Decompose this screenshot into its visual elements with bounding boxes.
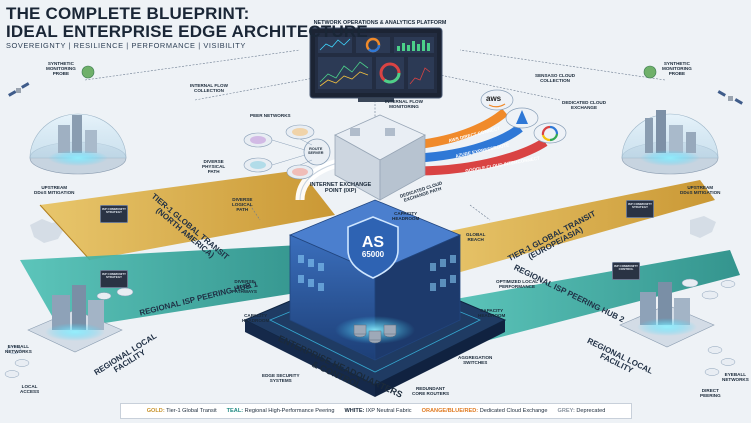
- color-legend: GOLD: Tier-1 Global Transit TEAL: Region…: [120, 403, 632, 419]
- route-server-node: [303, 138, 331, 166]
- ixp-building: [334, 114, 426, 201]
- global-reach-label: GLOBAL REACH: [466, 232, 486, 242]
- as-number: 65000: [361, 249, 385, 259]
- teal-peering-right: [450, 250, 740, 345]
- capacity-headroom-right-label: CAPACITY HEADROOM: [478, 308, 506, 318]
- platform-label: NETWORK OPERATIONS & ANALYTICS PLATFORM: [313, 20, 447, 26]
- azure-icon: [516, 110, 528, 124]
- sensaso-cloud-label: SENSASO CLOUD COLLECTION: [535, 73, 576, 83]
- direct-peering-label: DIRECT PEERING: [700, 388, 721, 398]
- right-regional-facility: [619, 282, 715, 348]
- peer-networks-label: PEER NETWORKS: [250, 113, 291, 118]
- legend-teal: TEAL: Regional High-Performance Peering: [226, 408, 335, 414]
- internal-flow-monitoring-label: INTERNAL FLOW MONITORING: [385, 99, 423, 109]
- legend-grey: GREY: Deprecated: [557, 408, 606, 414]
- peer-cloud-accents: [250, 128, 308, 176]
- diverse-logical-path-label: DIVERSE LOGICAL PATH: [232, 197, 253, 212]
- capacity-headroom-top-label: CAPACITY HEADROOM: [392, 211, 420, 221]
- upstream-ddos-left-label: UPSTREAM DDoS MITIGATION: [34, 185, 75, 195]
- diverse-physical-path-label: DIVERSE PHYSICAL PATH: [202, 159, 226, 174]
- hq-building: [288, 199, 462, 361]
- isp-card-1: ISP COMMUNITY STRATEGY: [100, 205, 128, 223]
- left-dome: [29, 113, 127, 175]
- monitor-lines: [84, 49, 666, 221]
- aws-label: aws: [486, 94, 502, 103]
- gold-transit-left: [40, 170, 335, 260]
- isp-card-3: ISP COMMUNITY STRATEGY: [626, 200, 654, 218]
- edge-security-label: EDGE SECURITY SYSTEMS: [262, 373, 300, 383]
- upstream-ddos-right-label: UPSTREAM DDoS MITIGATION: [680, 185, 721, 195]
- isp-card-4: ISP COMMUNITY CONTROL: [612, 262, 640, 280]
- dedicated-cloud-exchange-label: DEDICATED CLOUD EXCHANGE: [562, 100, 607, 110]
- local-access-label: LOCAL ACCESS: [20, 384, 40, 394]
- title-line-1: THE COMPLETE BLUEPRINT:: [6, 4, 250, 23]
- google-cloud-icon: [541, 125, 559, 142]
- blue-cloud-pipe: [417, 124, 523, 163]
- left-regional-facility: [27, 285, 123, 353]
- right-probe-globe-icon: [643, 65, 657, 79]
- right-dome: [621, 110, 719, 175]
- synthetic-probe-left-label: SYNTHETIC MONITORING PROBE: [46, 61, 76, 76]
- title-line-2: IDEAL ENTERPRISE EDGE ARCHITECTURE: [6, 22, 368, 41]
- capacity-headroom-left-label: CAPACITY HEADROOM: [242, 313, 270, 323]
- background-map: [30, 216, 716, 243]
- route-server-label: ROUTE SERVER: [308, 147, 324, 155]
- redundant-core-label: REDUNDANT CORE ROUTERS: [412, 386, 450, 396]
- aws-icon-smile: [488, 103, 506, 108]
- as-badge: AS 65000: [350, 221, 396, 273]
- ixp-label: INTERNET EXCHANGE POINT (IXP): [310, 182, 372, 194]
- red-cloud-pipe: [419, 138, 548, 176]
- left-satellite-icon: [8, 82, 30, 97]
- eyeball-right-label: EYEBALL NETWORKS: [722, 372, 749, 382]
- orange-cloud-pipe: [414, 108, 508, 150]
- edge-clouds: [4, 275, 736, 378]
- isp-card-2: ISP COMMUNITY STRATEGY: [100, 270, 128, 288]
- synthetic-probe-right-label: SYNTHETIC MONITORING PROBE: [662, 61, 692, 76]
- aggregation-label: AGGREGATION SWITCHES: [458, 355, 493, 365]
- left-probe-globe-icon: [81, 65, 95, 79]
- title-subtitle: SOVEREIGNTY | RESILIENCE | PERFORMANCE |…: [6, 41, 246, 50]
- as-label: AS: [361, 233, 385, 251]
- internal-flow-collection-label: INTERNAL FLOW COLLECTION: [190, 83, 228, 93]
- optimized-local-label: OPTIMIZED LOCAL PERFORMANCE: [496, 279, 539, 289]
- legend-white: WHITE: IXP Neutral Fabric: [344, 408, 412, 414]
- legend-obr: ORANGE/BLUE/RED: Dedicated Cloud Exchang…: [421, 408, 548, 414]
- right-satellite-icon: [717, 90, 743, 105]
- diverse-local-label: DIVERSE LOCAL PATHWAYS: [232, 279, 257, 294]
- as-shield-icon: [347, 216, 399, 279]
- legend-gold: GOLD: Tier-1 Global Transit: [146, 408, 217, 414]
- analytics-dashboard: [309, 27, 443, 102]
- eyeball-left-label: EYEBALL NETWORKS: [5, 344, 32, 354]
